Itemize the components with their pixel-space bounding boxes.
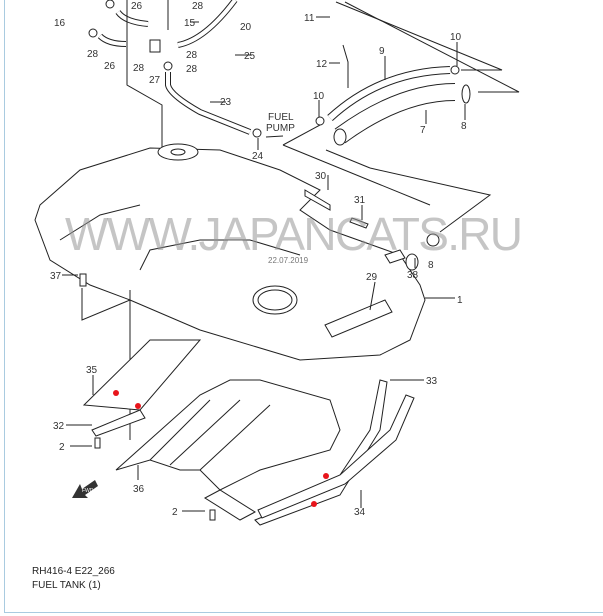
callout-28[interactable]: 28 xyxy=(87,49,99,60)
callout-24[interactable]: 24 xyxy=(252,151,264,162)
callout-15[interactable]: 15 xyxy=(184,18,196,29)
callout-12[interactable]: 12 xyxy=(316,59,328,70)
callout-38[interactable]: 38 xyxy=(407,270,419,281)
marker-dot xyxy=(311,501,317,507)
diagram-frame xyxy=(4,0,603,613)
filler-hoses xyxy=(282,1,520,233)
callout-10[interactable]: 10 xyxy=(450,32,462,43)
leader-lines xyxy=(62,16,466,512)
callout-10[interactable]: 10 xyxy=(313,91,325,102)
callout-28[interactable]: 28 xyxy=(186,50,198,61)
callout-28[interactable]: 28 xyxy=(186,64,198,75)
callout-16[interactable]: 16 xyxy=(54,18,66,29)
callout-37[interactable]: 37 xyxy=(50,271,62,282)
marker-dot xyxy=(113,390,119,396)
callout-34[interactable]: 34 xyxy=(354,507,366,518)
callout-2[interactable]: 2 xyxy=(172,507,178,518)
callout-33[interactable]: 33 xyxy=(426,376,438,387)
callout-26[interactable]: 26 xyxy=(104,61,116,72)
callout-32[interactable]: 32 xyxy=(53,421,65,432)
callout-26[interactable]: 26 xyxy=(131,1,143,12)
fwd-label: FWD xyxy=(82,488,94,494)
callout-29[interactable]: 29 xyxy=(366,272,378,283)
callout-11[interactable]: 11 xyxy=(304,13,315,24)
callout-8[interactable]: 8 xyxy=(428,260,434,271)
callout-2[interactable]: 2 xyxy=(59,442,65,453)
callout-20[interactable]: 20 xyxy=(240,22,252,33)
tank-protectors xyxy=(82,339,415,526)
date-stamp: 22.07.2019 xyxy=(268,256,309,265)
callout-35[interactable]: 35 xyxy=(86,365,98,376)
red-markers xyxy=(113,390,329,507)
callout-1[interactable]: 1 xyxy=(457,295,463,306)
callout-8[interactable]: 8 xyxy=(461,121,467,132)
marker-dot xyxy=(135,403,141,409)
callout-27[interactable]: 27 xyxy=(149,75,161,86)
hose-lines xyxy=(88,0,284,148)
callout-31[interactable]: 31 xyxy=(354,195,366,206)
callout-30[interactable]: 30 xyxy=(315,171,327,182)
fuel-pump-label-line2: PUMP xyxy=(266,123,295,134)
fwd-arrow-icon: FWD xyxy=(72,480,98,498)
callout-25[interactable]: 25 xyxy=(244,51,256,62)
fuel-pump-label-line1: FUEL xyxy=(268,112,294,123)
callout-28[interactable]: 28 xyxy=(192,1,204,12)
diagram-code: RH416-4 E22_266 xyxy=(32,566,115,577)
callout-36[interactable]: 36 xyxy=(133,484,145,495)
marker-dot xyxy=(323,473,329,479)
callout-7[interactable]: 7 xyxy=(420,125,426,136)
diagram-title: FUEL TANK (1) xyxy=(32,580,101,591)
callout-28[interactable]: 28 xyxy=(133,63,145,74)
callout-9[interactable]: 9 xyxy=(379,46,385,57)
watermark: WWW.JAPANCATS.RU xyxy=(65,208,523,260)
